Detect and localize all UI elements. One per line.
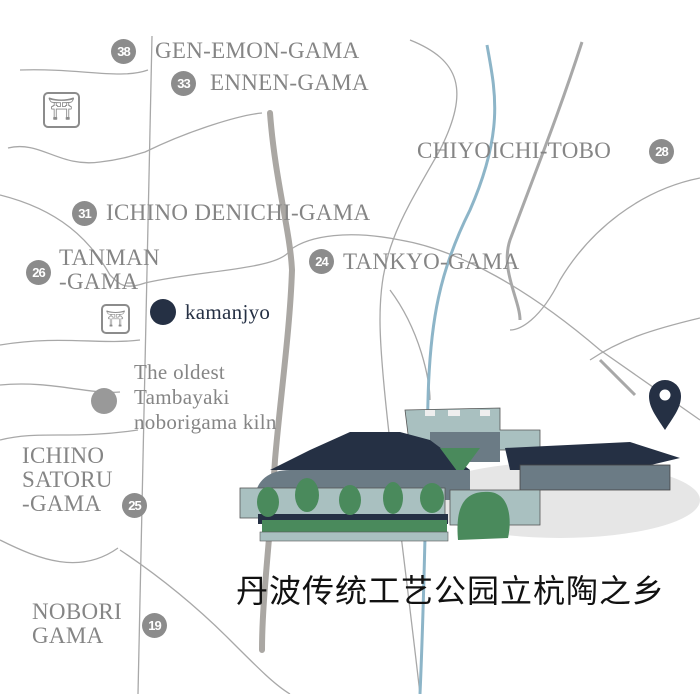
label-line: TANMAN	[59, 245, 160, 270]
poi-label-ichino-denichi-gama[interactable]: ICHINO DENICHI-GAMA	[106, 200, 371, 225]
torii-icon: ⛩	[43, 92, 80, 128]
main-road	[259, 110, 296, 653]
label-line: noborigama kiln	[134, 410, 277, 434]
poi-label-ennen-gama[interactable]: ENNEN-GAMA	[210, 70, 369, 95]
park-buildings-illustration	[239, 407, 700, 542]
poi-label-tanman-gama[interactable]: TANMAN -GAMA	[59, 246, 160, 294]
poi-badge-38[interactable]: 38	[111, 39, 136, 64]
poi-label-tankyo-gama[interactable]: TANKYO-GAMA	[343, 249, 520, 274]
label-line: -GAMA	[59, 269, 139, 294]
kamanjyo-label[interactable]: kamanjyo	[185, 300, 271, 324]
label-line: The oldest	[134, 360, 226, 384]
poi-label-gen-emon-gama[interactable]: GEN-EMON-GAMA	[155, 38, 360, 63]
label-line: SATORU	[22, 467, 113, 492]
poi-badge-26[interactable]: 26	[26, 260, 51, 285]
poi-label-nobori-gama[interactable]: NOBORI GAMA	[32, 600, 122, 648]
park-title: 丹波传统工艺公园立杭陶之乡	[236, 572, 666, 610]
label-line: NOBORI	[32, 599, 122, 624]
poi-badge-33[interactable]: 33	[171, 71, 196, 96]
label-line: ICHINO	[22, 443, 105, 468]
poi-label-ichino-satoru-gama[interactable]: ICHINO SATORU -GAMA	[22, 444, 113, 516]
torii-icon: ⛩	[101, 304, 130, 334]
poi-badge-31[interactable]: 31	[72, 201, 97, 226]
poi-label-chiyoichi-tobo[interactable]: CHIYOICHI-TOBO	[417, 138, 612, 163]
kiln-label[interactable]: The oldest Tambayaki noborigama kiln	[134, 360, 277, 435]
label-line: Tambayaki	[134, 385, 230, 409]
kiln-marker[interactable]	[91, 388, 117, 414]
poi-badge-28[interactable]: 28	[649, 139, 674, 164]
river	[418, 44, 497, 694]
road-vertical-west	[137, 35, 153, 694]
kamanjyo-marker[interactable]	[150, 299, 176, 325]
label-line: -GAMA	[22, 491, 102, 516]
map-pin-icon	[649, 380, 681, 430]
label-line: GAMA	[32, 623, 104, 648]
poi-badge-24[interactable]: 24	[309, 249, 334, 274]
poi-badge-25[interactable]: 25	[122, 493, 147, 518]
poi-badge-19[interactable]: 19	[142, 613, 167, 638]
